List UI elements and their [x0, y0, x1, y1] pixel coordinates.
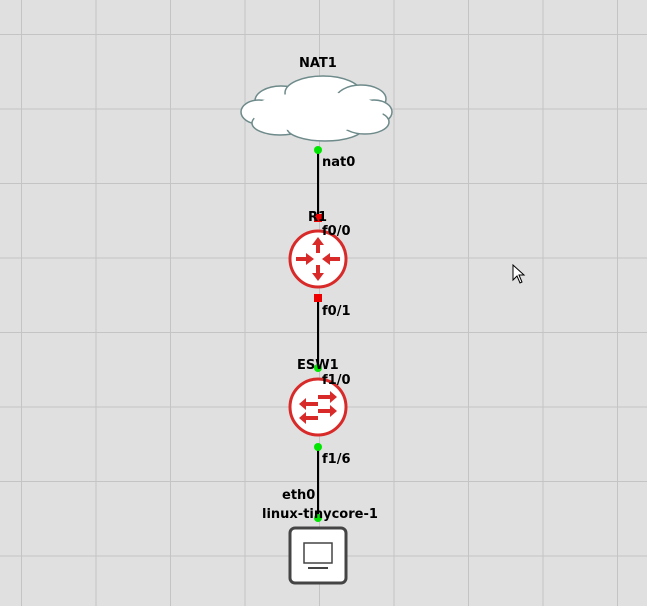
port-status-r1-f0-1 — [314, 294, 322, 302]
esw1-node[interactable] — [288, 377, 348, 437]
nat1-label[interactable]: NAT1 — [299, 56, 337, 71]
esw1-label[interactable]: ESW1 — [297, 358, 339, 373]
linux-host-node[interactable] — [288, 526, 348, 585]
port-status-esw1-f1-0 — [314, 364, 322, 372]
port-status-nat0 — [314, 146, 322, 154]
port-status-esw1-f1-6 — [314, 443, 322, 451]
mouse-cursor-icon — [512, 264, 526, 284]
port-label-f1-6: f1/6 — [322, 452, 351, 467]
router-icon — [288, 229, 348, 289]
cloud-fill — [251, 92, 383, 132]
port-label-f0-0: f0/0 — [322, 224, 351, 239]
r1-label[interactable]: R1 — [308, 210, 328, 225]
port-status-r1-f0-0 — [314, 214, 322, 222]
computer-monitor-icon — [288, 526, 348, 585]
port-label-nat0: nat0 — [322, 155, 356, 170]
r1-node[interactable] — [288, 229, 348, 289]
port-status-eth0 — [314, 514, 322, 522]
ethernet-switch-icon — [288, 377, 348, 437]
nat1-node[interactable] — [240, 75, 393, 142]
port-label-f1-0: f1/0 — [322, 373, 351, 388]
linux-host-label[interactable]: linux-tinycore-1 — [262, 507, 378, 522]
port-label-eth0: eth0 — [282, 488, 316, 503]
port-label-f0-1: f0/1 — [322, 304, 351, 319]
